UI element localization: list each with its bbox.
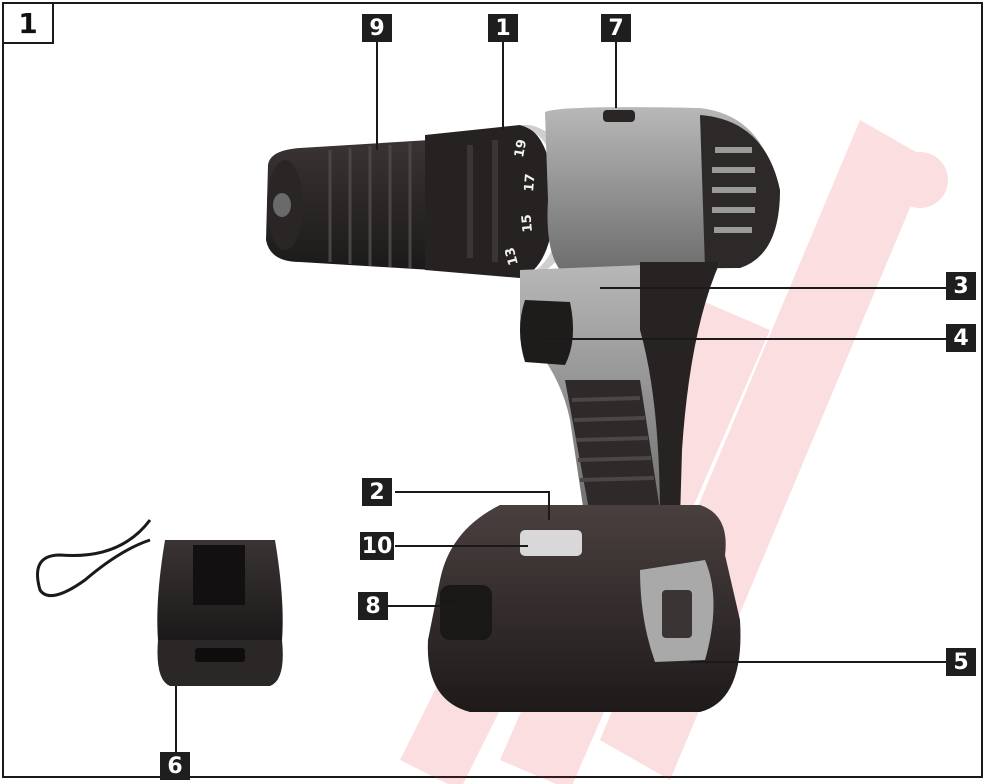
callout-4: 4 <box>946 324 976 352</box>
callout-2: 2 <box>362 478 392 506</box>
callout-3: 3 <box>946 272 976 300</box>
chuck-scale: 19 17 15 13 <box>503 138 539 267</box>
battery-pack <box>427 505 741 712</box>
callout-10: 10 <box>360 532 394 560</box>
figure-number: 1 <box>4 4 54 44</box>
drill-chuck <box>266 140 432 270</box>
motor-housing <box>545 107 780 292</box>
drill-handle <box>520 262 720 520</box>
leader-lines <box>175 40 946 752</box>
callout-1: 1 <box>488 14 518 42</box>
callout-8: 8 <box>358 592 388 620</box>
scale-19: 19 <box>512 138 530 158</box>
callout-5: 5 <box>946 648 976 676</box>
callout-6: 6 <box>160 752 190 780</box>
scale-13: 13 <box>503 245 522 266</box>
scale-15: 15 <box>519 214 536 233</box>
battery-charger <box>36 519 283 686</box>
scale-17: 17 <box>522 173 539 192</box>
callout-7: 7 <box>601 14 631 42</box>
callout-9: 9 <box>362 14 392 42</box>
